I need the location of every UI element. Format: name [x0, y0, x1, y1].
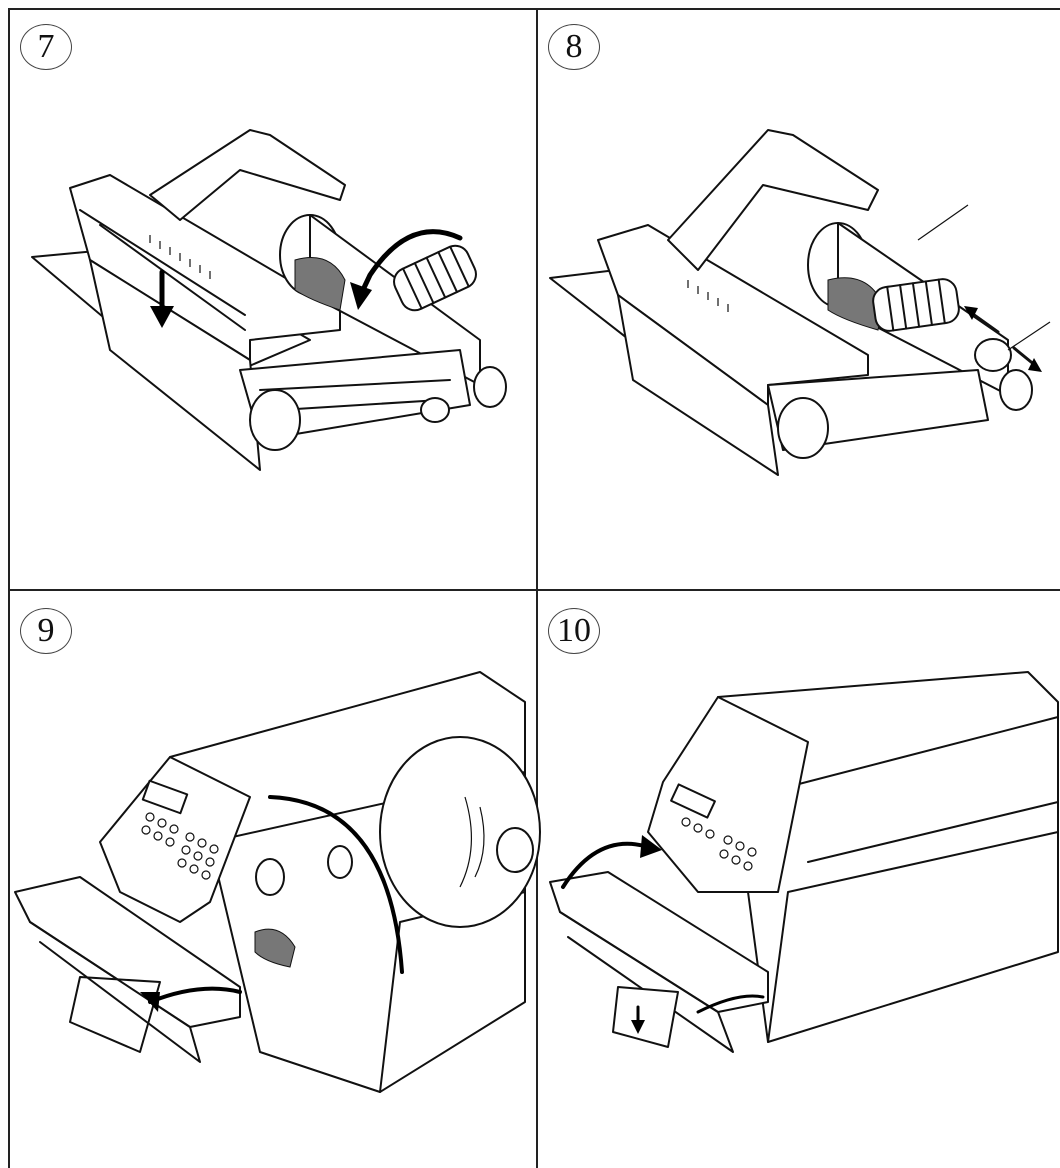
step-10-illustration — [549, 671, 1059, 1053]
step-9-number-badge: 9 — [20, 608, 72, 654]
grid-divider-vertical — [536, 8, 538, 1168]
step-9-illustration — [14, 671, 541, 1093]
step-7-number-badge: 7 — [20, 24, 72, 70]
grid-divider-horizontal — [8, 589, 1060, 591]
step-8-illustration — [549, 129, 1051, 476]
step-7-illustration — [31, 129, 507, 471]
step-8-number-badge: 8 — [548, 24, 600, 70]
step-grid — [8, 8, 1060, 1168]
step-10-number-badge: 10 — [548, 608, 600, 654]
